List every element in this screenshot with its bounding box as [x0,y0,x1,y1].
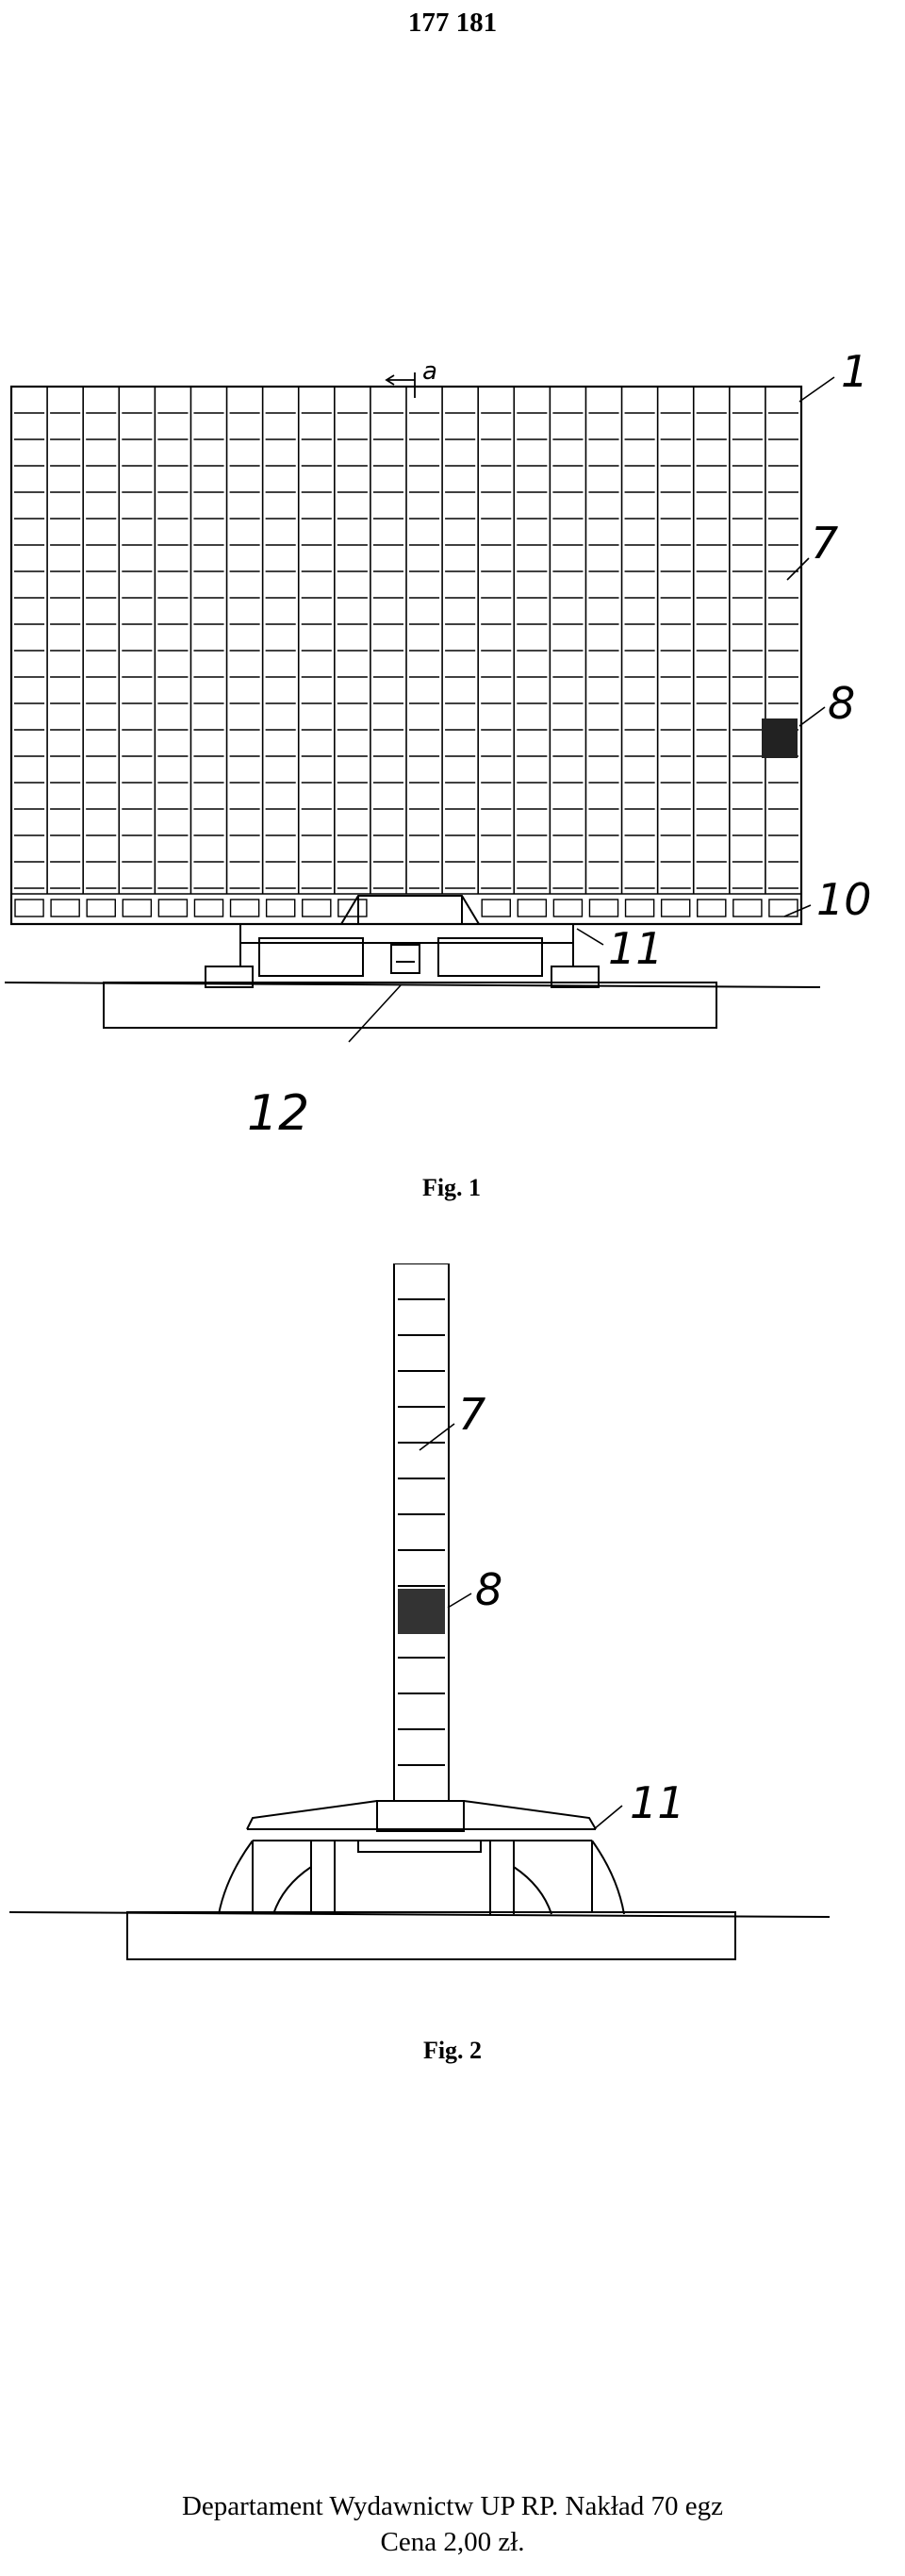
bottom-cell [768,899,798,917]
bottom-cell [157,899,189,917]
bottom-cell [14,899,44,917]
figure-2-drawing: 7 8 11 [8,1263,831,1960]
label-7: 7 [811,518,838,569]
figure-1-drawing: a 1 7 8 10 11 12 [4,346,872,1142]
leader-lines [348,376,835,1043]
page-number: 177 181 [407,8,498,38]
column-outline [393,1263,450,1802]
label-12: 12 [247,1085,309,1142]
bottom-cell [660,899,691,917]
footer-price: Cena 2,00 zł. [380,2527,525,2557]
bottom-cell [481,899,511,917]
bottom-cell [50,899,80,917]
figure-1-caption: Fig. 1 [421,1174,482,1201]
footer-publisher: Departament Wydawnictw UP RP. Nakład 70 … [181,2491,724,2521]
solar-column [393,1263,450,1802]
label-8: 8 [475,1564,502,1615]
figure-2-caption: Fig. 2 [422,2037,483,2064]
label-1: 1 [841,346,868,397]
dark-module-8 [762,718,798,758]
label-11: 11 [608,923,664,974]
bottom-cell [517,899,548,917]
leader-lines [419,1423,623,1830]
bottom-cell [302,899,332,917]
bottom-cell [624,899,655,917]
bottom-cell [265,899,296,917]
label-11: 11 [630,1777,685,1828]
bottom-cell [732,899,763,917]
solar-panel-grid [14,387,798,894]
bottom-cell [122,899,153,917]
bottom-cell-row-10 [11,893,801,917]
dark-module-8 [398,1589,445,1634]
bottom-cell [86,899,116,917]
label-7: 7 [458,1389,485,1440]
section-mark-label: a [422,357,437,386]
label-10: 10 [816,874,872,925]
base-frame-11 [8,1800,831,1960]
bottom-cell [229,899,260,917]
bottom-cell [552,899,584,917]
bottom-cell [193,899,224,917]
bottom-cell [337,899,368,917]
label-8: 8 [828,678,855,729]
bottom-cell [697,899,727,917]
central-hopper [340,895,480,925]
base-frame-11 [4,923,821,1029]
section-mark [385,372,416,398]
bottom-cell [588,899,619,917]
